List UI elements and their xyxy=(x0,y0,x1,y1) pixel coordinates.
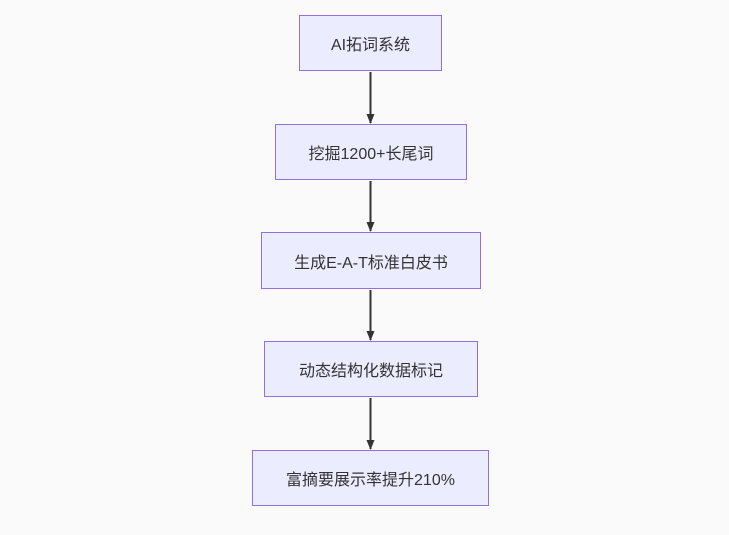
node-label: 动态结构化数据标记 xyxy=(298,363,443,380)
flowchart-node-4: 动态结构化数据标记 xyxy=(264,341,478,397)
node-label: 富摘要展示率提升210% xyxy=(286,472,455,489)
flowchart-node-5: 富摘要展示率提升210% xyxy=(252,450,489,506)
flowchart-node-1: AI拓词系统 xyxy=(299,15,442,71)
flowchart-node-2: 挖掘1200+长尾词 xyxy=(275,124,467,180)
node-label: 生成E-A-T标准白皮书 xyxy=(294,254,448,272)
flowchart-node-3: 生成E-A-T标准白皮书 xyxy=(261,232,481,289)
node-label: 挖掘1200+长尾词 xyxy=(308,146,434,163)
node-label: AI拓词系统 xyxy=(330,37,411,54)
